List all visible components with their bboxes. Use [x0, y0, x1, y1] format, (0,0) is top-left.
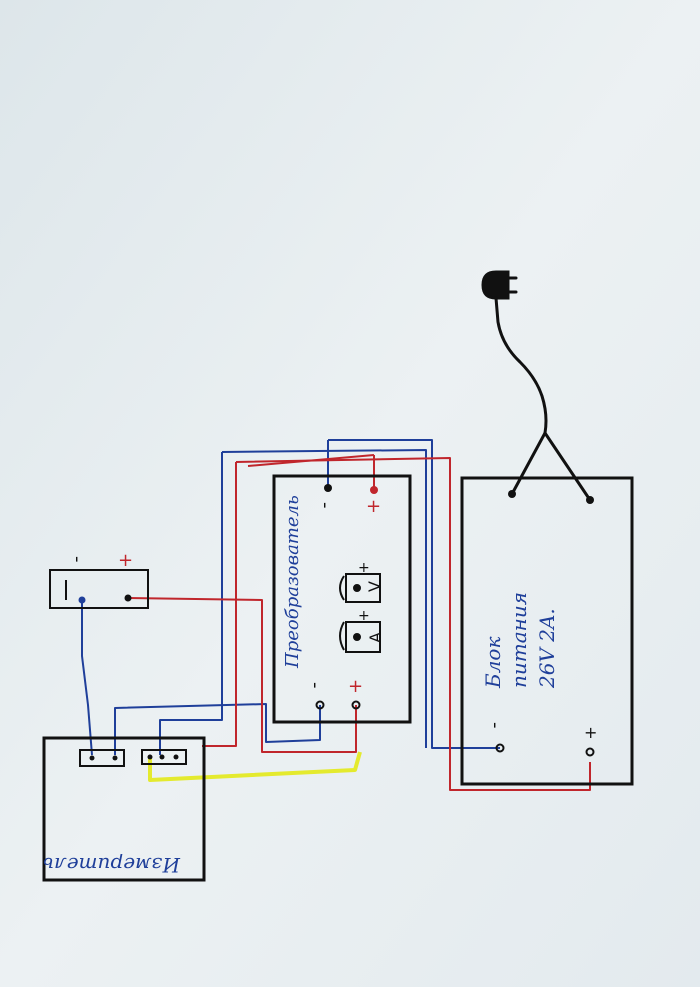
current-knob-label: A — [366, 632, 385, 643]
psu-terminals — [495, 490, 595, 757]
psu-box — [460, 476, 634, 786]
converter-label: Преобразователь — [282, 495, 303, 669]
psu-label-line3: 26V 2A. — [535, 608, 559, 689]
converter-terminals — [315, 484, 378, 710]
psu-label-line2: питания — [507, 592, 531, 688]
converter-out-minus: - — [305, 682, 326, 689]
current-knob-plus: + — [358, 608, 370, 624]
converter-in-plus: + — [366, 496, 381, 517]
voltage-knob-plus: + — [358, 560, 370, 576]
voltage-knob — [339, 573, 381, 603]
meter-connector-left — [79, 749, 125, 767]
wires-red — [127, 454, 591, 791]
psu-label-line1: Блок — [481, 637, 505, 689]
converter-box — [272, 474, 412, 724]
meter-box — [42, 736, 206, 882]
psu-plus-label: + — [584, 723, 597, 742]
meter-label: Измеритель — [43, 853, 181, 877]
wire-yellow — [148, 751, 362, 782]
psu-minus-label: - — [485, 722, 506, 729]
converter-out-plus: + — [348, 676, 363, 697]
switch-block — [49, 569, 149, 609]
converter-in-minus: - — [315, 502, 336, 509]
voltage-knob-label: V — [365, 581, 384, 592]
meter-connector-right — [141, 749, 187, 765]
switch-minus-label: - — [67, 556, 88, 563]
power-plug-icon — [481, 270, 592, 502]
switch-plus-label: + — [118, 550, 133, 571]
current-knob — [339, 621, 381, 653]
